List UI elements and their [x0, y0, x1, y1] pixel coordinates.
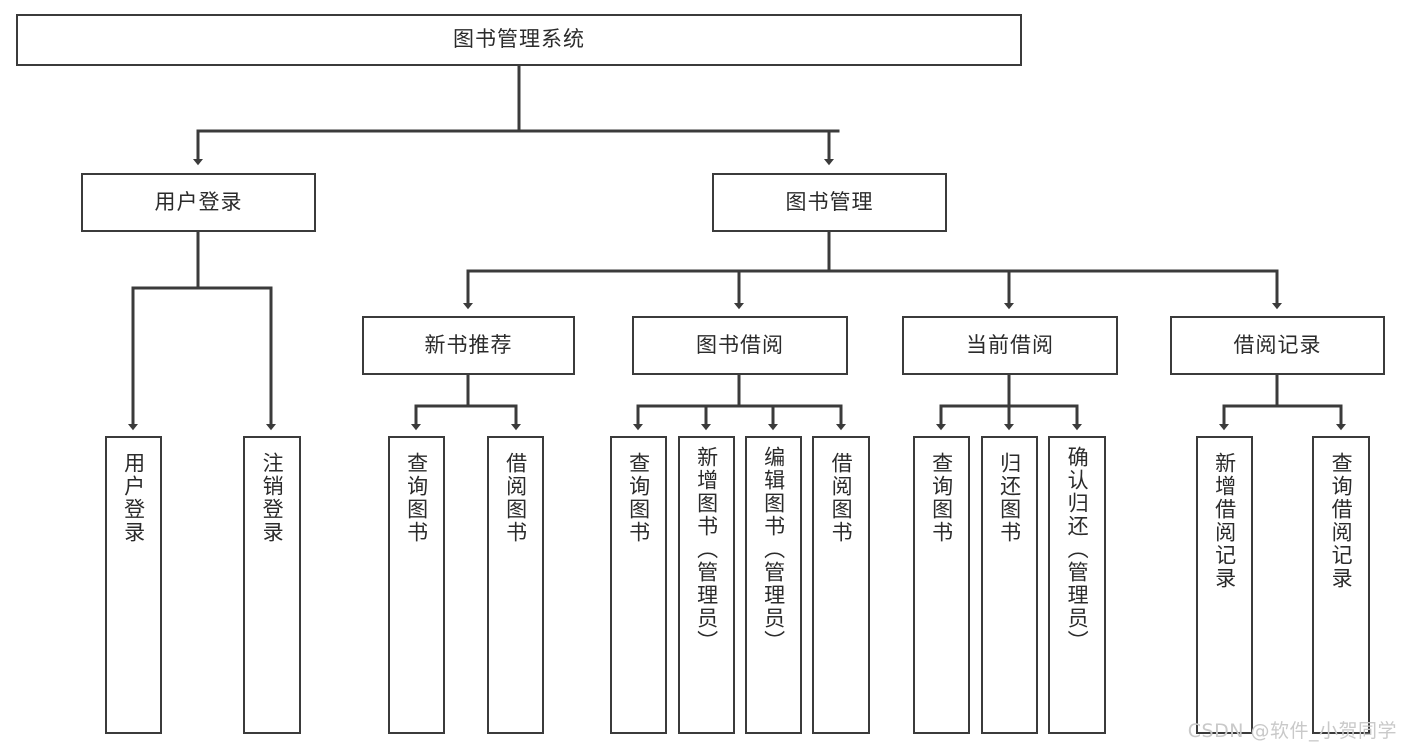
node-leaf-query-book-current[interactable]: 查询图书: [913, 436, 970, 734]
node-leaf-query-book-new[interactable]: 查询图书: [388, 436, 445, 734]
node-level3-current-borrow[interactable]: 当前借阅: [902, 316, 1118, 375]
node-level3-book-borrow[interactable]: 图书借阅: [632, 316, 848, 375]
node-root[interactable]: 图书管理系统: [16, 14, 1022, 66]
node-leaf-logout[interactable]: 注销登录: [243, 436, 301, 734]
node-leaf-borrow-book-new[interactable]: 借阅图书: [487, 436, 544, 734]
node-leaf-add-borrow-record[interactable]: 新增借阅记录: [1196, 436, 1253, 734]
node-leaf-borrow-book[interactable]: 借阅图书: [812, 436, 870, 734]
node-level3-borrow-record[interactable]: 借阅记录: [1170, 316, 1385, 375]
node-level2-book-management[interactable]: 图书管理: [712, 173, 947, 232]
node-leaf-confirm-return-admin[interactable]: 确认归还（管理员）: [1048, 436, 1106, 734]
node-leaf-return-book[interactable]: 归还图书: [981, 436, 1038, 734]
node-leaf-add-book-admin[interactable]: 新增图书（管理员）: [678, 436, 735, 734]
node-level3-new-book-recommend[interactable]: 新书推荐: [362, 316, 575, 375]
node-leaf-user-login[interactable]: 用户登录: [105, 436, 162, 734]
node-leaf-query-book-borrow[interactable]: 查询图书: [610, 436, 667, 734]
node-level2-user-login[interactable]: 用户登录: [81, 173, 316, 232]
node-leaf-query-borrow-record[interactable]: 查询借阅记录: [1312, 436, 1370, 734]
node-leaf-edit-book-admin[interactable]: 编辑图书（管理员）: [745, 436, 802, 734]
